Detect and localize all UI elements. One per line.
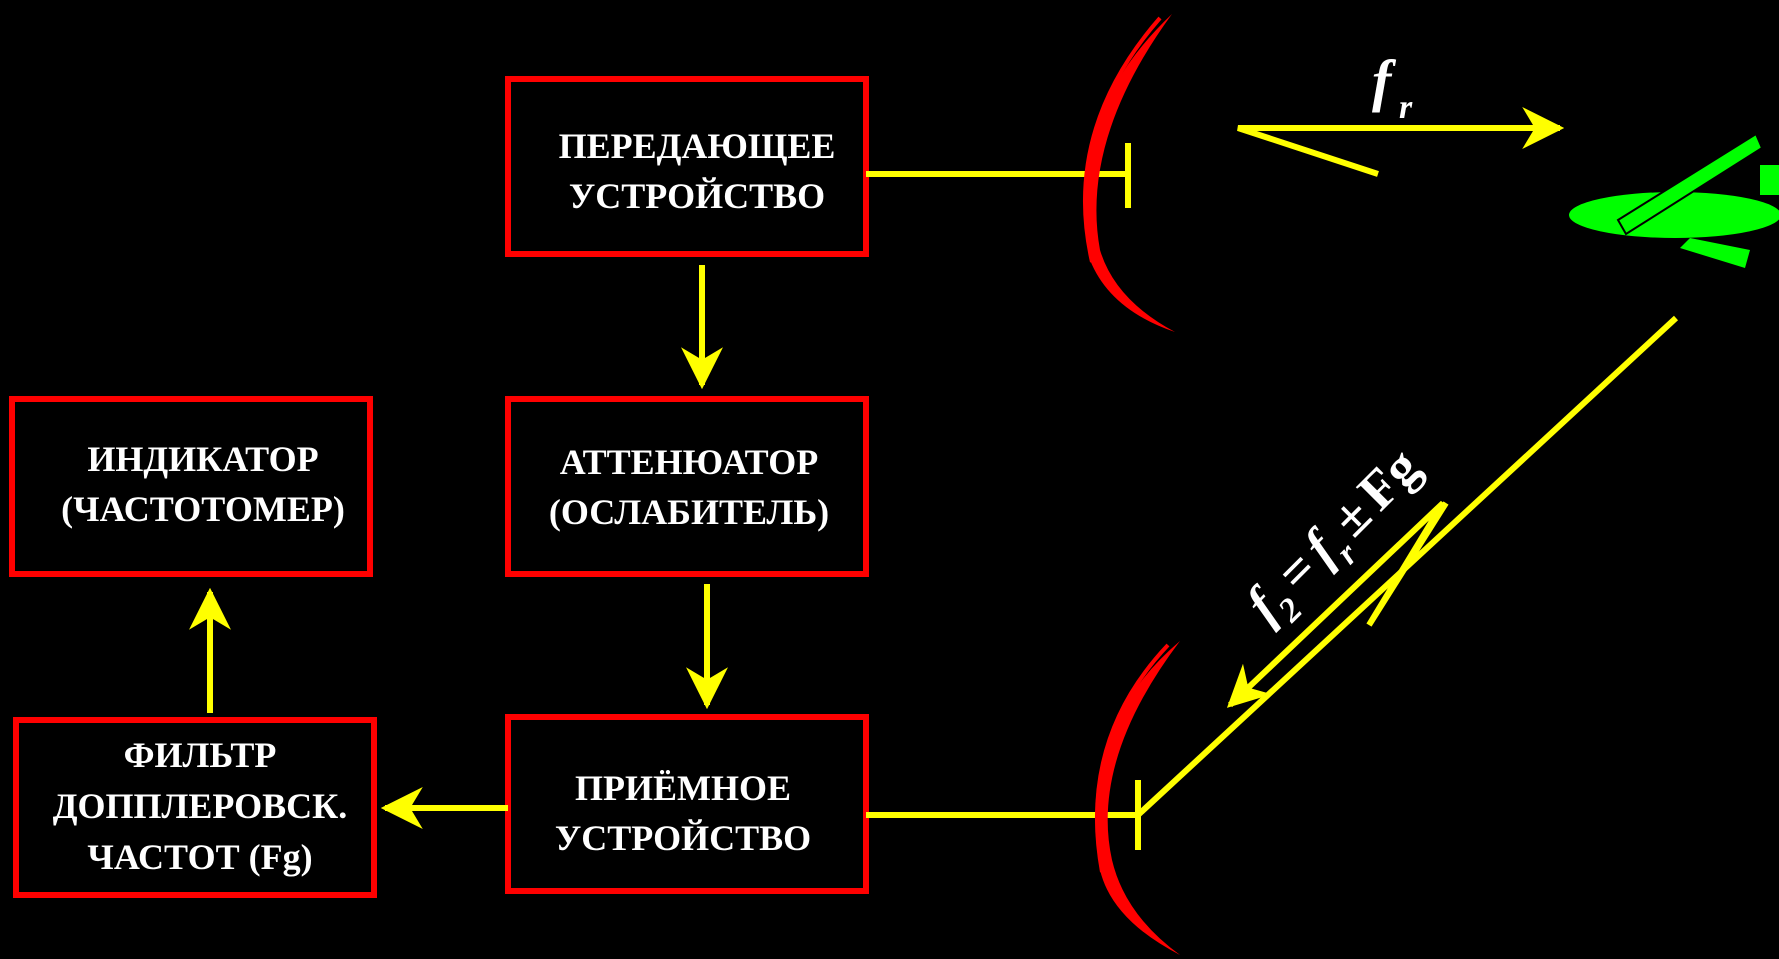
fr-subscript: r xyxy=(1399,89,1413,126)
receiver-label-line2: УСТРОЙСТВО xyxy=(555,818,811,858)
target-aircraft xyxy=(1569,132,1779,268)
attenuator-label-line2: (ОСЛАБИТЕЛЬ) xyxy=(549,492,829,532)
reflected-signal-arrow xyxy=(1226,500,1449,708)
transmitter-label-line2: УСТРОЙСТВО xyxy=(569,176,825,216)
doppler-filter-block: ФИЛЬТР ДОППЛЕРОВСК. ЧАСТОТ (Fg) xyxy=(13,717,377,898)
indicator-label-line1: ИНДИКАТОР xyxy=(87,439,318,479)
doppler-filter-label-line3: ЧАСТОТ (Fg) xyxy=(87,837,312,877)
receive-antenna-dish xyxy=(1095,641,1180,955)
indicator-block: ИНДИКАТОР (ЧАСТОТОМЕР) xyxy=(9,396,373,577)
transmitter-label-line1: ПЕРЕДАЮЩЕЕ xyxy=(559,126,836,166)
transmitted-signal-arrow xyxy=(1237,107,1565,177)
transmitted-frequency-label: f r xyxy=(1372,48,1413,126)
attenuator-label-line1: АТТЕНЮАТОР xyxy=(560,442,818,482)
fr-symbol: f xyxy=(1372,48,1397,113)
receiver-block: ПРИЁМНОЕ УСТРОЙСТВО xyxy=(505,714,869,894)
doppler-filter-label-line1: ФИЛЬТР xyxy=(124,735,277,775)
receiver-label-line1: ПРИЁМНОЕ xyxy=(575,768,791,808)
indicator-label-line2: (ЧАСТОТОМЕР) xyxy=(61,489,345,529)
transmit-antenna-dish xyxy=(1082,14,1175,332)
doppler-filter-label-line2: ДОППЛЕРОВСК. xyxy=(53,786,348,826)
transmitter-block: ПЕРЕДАЮЩЕЕ УСТРОЙСТВО xyxy=(505,76,869,257)
attenuator-block: АТТЕНЮАТОР (ОСЛАБИТЕЛЬ) xyxy=(505,396,869,577)
